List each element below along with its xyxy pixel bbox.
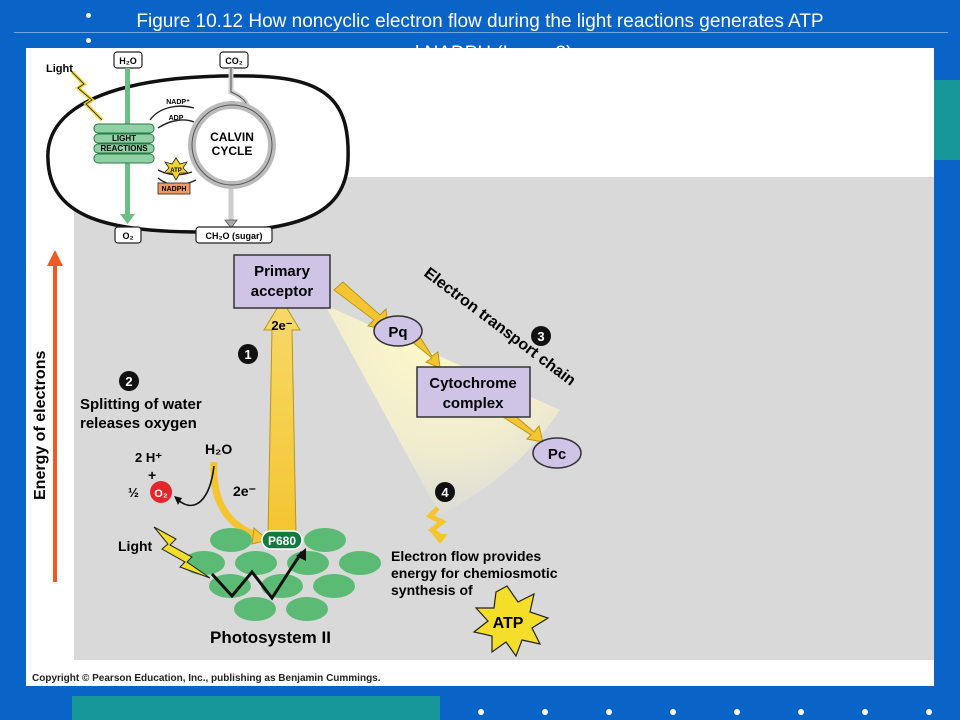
chemiosmotic-squiggle-head: [432, 534, 448, 544]
inset-atp-burst: [163, 157, 189, 181]
calvin-label-line1: CALVIN: [210, 130, 254, 144]
slide-title-line1: Figure 10.12 How noncyclic electron flow…: [136, 11, 824, 32]
copyright-text: Copyright © Pearson Education, Inc., pub…: [32, 673, 381, 684]
step-2-number: 2: [125, 374, 132, 389]
plus-sign: +: [148, 467, 156, 483]
electrons-up-label: 2e⁻: [271, 318, 292, 333]
energy-transfer-arrowhead: [296, 548, 306, 561]
title-bullet-dot: [86, 13, 91, 18]
primary-acceptor-line1: Primary: [254, 263, 311, 280]
pq-carrier: [373, 315, 423, 347]
water-split-line2: releases oxygen: [80, 415, 197, 432]
energy-axis-arrowhead: [47, 250, 63, 266]
step-4-number: 4: [441, 485, 449, 500]
oxygen-ball: [150, 481, 172, 503]
inset-h2o: H₂O: [119, 56, 137, 66]
footer-dot: [670, 709, 676, 715]
water-split-line1: Splitting of water: [80, 396, 202, 413]
oxygen-arrow: [177, 465, 215, 507]
inset-atp: ATP: [170, 168, 182, 174]
light-bolt: [153, 526, 211, 579]
inset-o2: O₂: [123, 231, 134, 241]
cytochrome-line2: complex: [443, 395, 505, 412]
adp-arrow: [157, 119, 195, 129]
cytochrome-complex-box: [416, 366, 531, 418]
p680-label: P680: [268, 534, 296, 548]
footer-dot: [478, 709, 484, 715]
half-label: ½: [128, 485, 139, 500]
p680-reaction-center: [261, 530, 303, 550]
water-label: H₂O: [205, 441, 232, 457]
inset-light: Light: [46, 63, 73, 75]
water-flow-arrowhead: [120, 214, 135, 224]
nadp-arrow: [149, 105, 195, 121]
atp-label: ATP: [493, 615, 524, 632]
inset-light-bolt-edge: [71, 71, 103, 121]
step-2-marker: [119, 371, 139, 391]
step-1-number: 1: [244, 347, 251, 362]
step-4-marker: [435, 482, 455, 502]
title-bullet-dot: [86, 38, 91, 43]
protons-label: 2 H⁺: [135, 450, 162, 465]
pq-label: Pq: [388, 324, 407, 341]
sugar-arrowhead: [224, 219, 238, 229]
inset-adp: ADP: [169, 115, 184, 122]
footer-dot: [862, 709, 868, 715]
inset-nadp: NADP⁺: [166, 99, 190, 106]
footer-dot: [798, 709, 804, 715]
footer-dot: [542, 709, 548, 715]
footer-dot: [606, 709, 612, 715]
inset-o2-box: [114, 226, 142, 244]
light-reactions-label-line2: REACTIONS: [100, 144, 148, 153]
light-reactions-label-line1: LIGHT: [112, 134, 136, 143]
pc-label: Pc: [548, 446, 566, 463]
oxygen-label: O₂: [154, 488, 168, 500]
light-label: Light: [118, 538, 153, 554]
energy-axis-label: Energy of electrons: [32, 351, 49, 500]
title-rule: [14, 32, 948, 33]
primary-acceptor-box: [233, 254, 331, 309]
teal-footer-bar: [72, 696, 440, 720]
inset-sugar-box: [195, 226, 273, 244]
oxygen-arrowhead: [174, 496, 182, 505]
inset-co2: CO₂: [225, 56, 243, 66]
figure-svg: H₂O O₂ CO₂ CH₂O (sugar) Light LIGHT REAC…: [26, 48, 934, 686]
inset-co2-box: [219, 51, 249, 69]
electron-flow-line1: Electron flow provides: [391, 548, 541, 564]
inset-nadph: NADPH: [162, 186, 187, 193]
inset-sugar: CH₂O (sugar): [205, 231, 262, 241]
energy-transfer-path: [210, 551, 304, 601]
photosystem-label: Photosystem II: [210, 628, 331, 647]
electron-up-arrow: [263, 299, 301, 536]
step-3-marker: [531, 326, 551, 346]
electrons-water-label: 2e⁻: [233, 483, 256, 499]
step-1-marker: [238, 344, 258, 364]
primary-acceptor-line2: acceptor: [251, 283, 314, 300]
photosystem-antenna: [183, 528, 381, 621]
calvin-label-line2: CYCLE: [212, 144, 253, 158]
step-3-number: 3: [537, 329, 544, 344]
figure-panel: H₂O O₂ CO₂ CH₂O (sugar) Light LIGHT REAC…: [26, 48, 934, 686]
water-electron-arrow: [210, 461, 260, 540]
electron-flow-line3: synthesis of: [391, 582, 473, 598]
pc-carrier: [532, 437, 582, 469]
inset-nadph-box: [157, 182, 191, 195]
electron-flow-line2: energy for chemiosmotic: [391, 565, 558, 581]
teal-accent-bar: [934, 80, 960, 160]
cytochrome-line1: Cytochrome: [429, 375, 517, 392]
chemiosmotic-squiggle: [425, 506, 447, 538]
atp-burst: [472, 585, 550, 658]
chloroplast-inset: H₂O O₂ CO₂ CH₂O (sugar) Light LIGHT REAC…: [46, 51, 350, 244]
footer-dot: [926, 709, 932, 715]
thylakoid-stack: [93, 123, 155, 164]
calvin-cycle-ring-edge: [191, 104, 273, 186]
footer-dot: [734, 709, 740, 715]
